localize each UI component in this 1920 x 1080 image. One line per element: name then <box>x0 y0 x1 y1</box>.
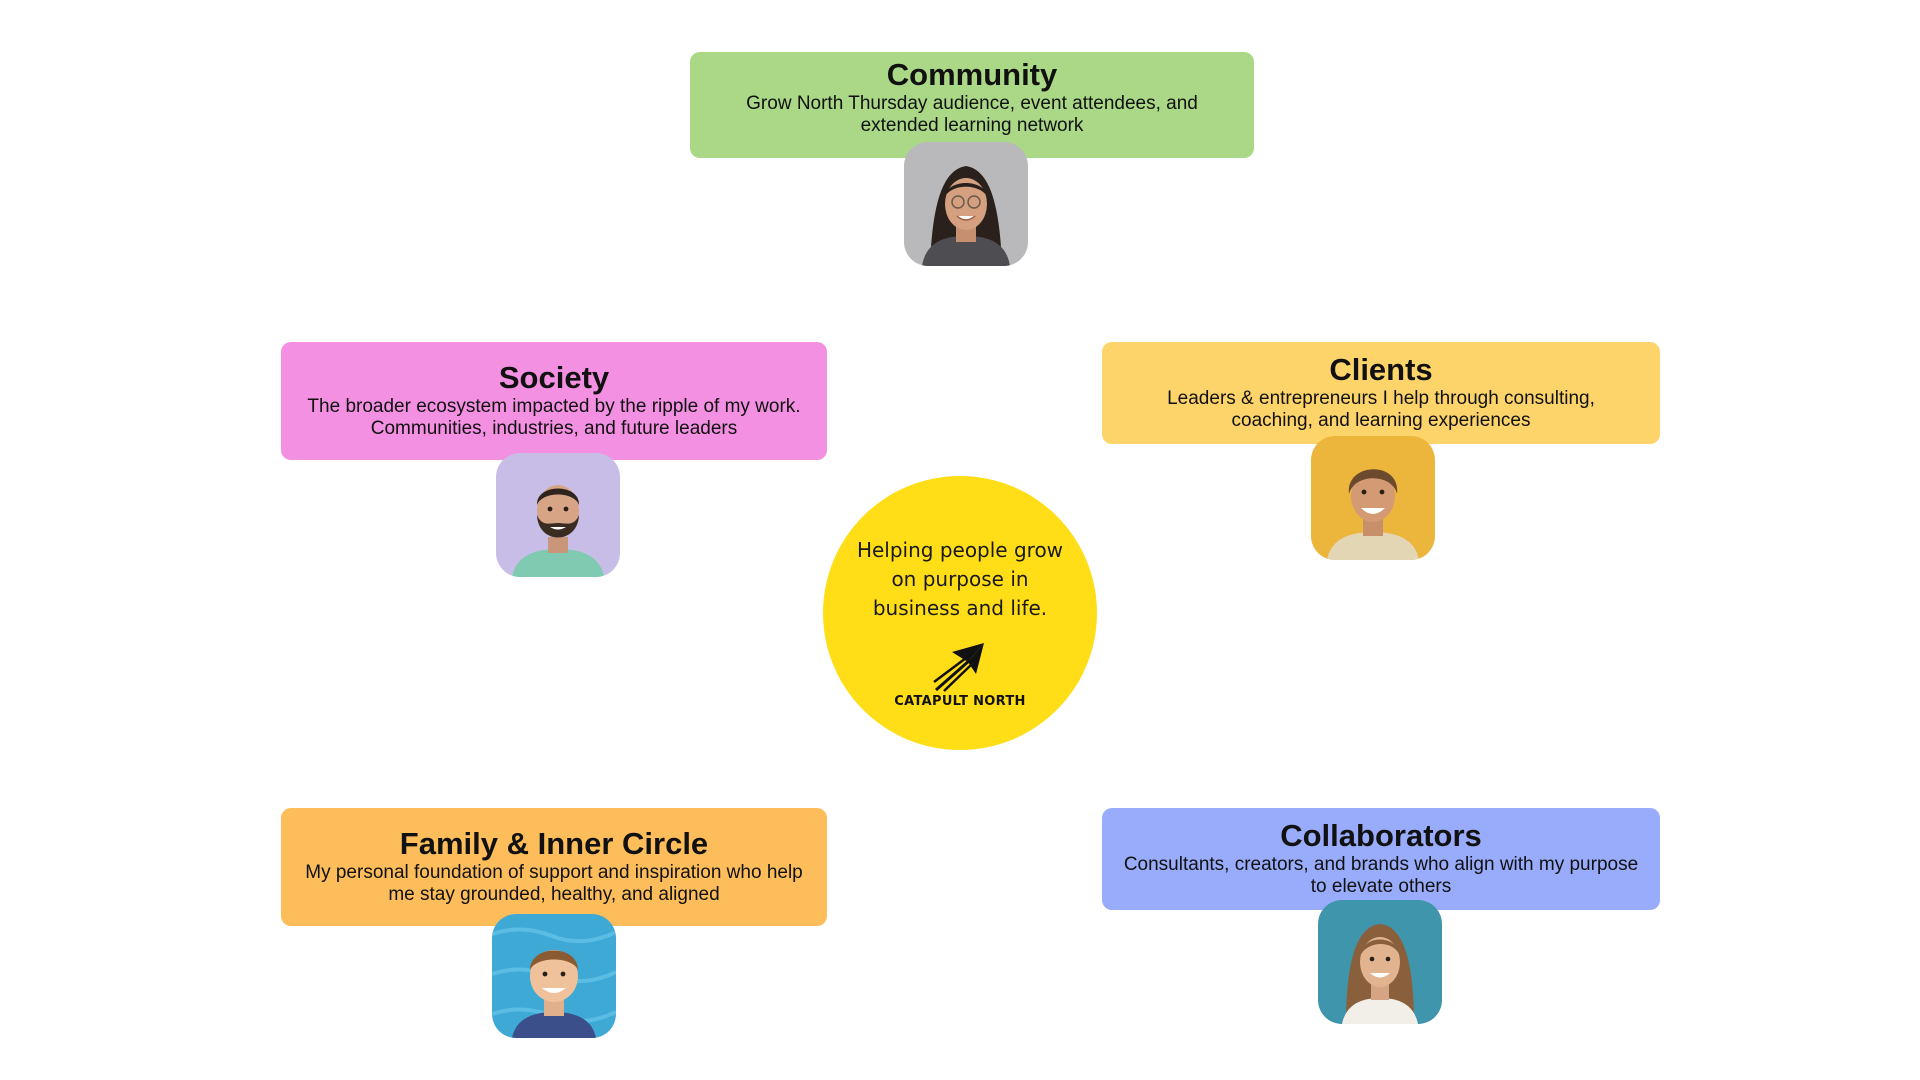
clients-desc-line-1: Leaders & entrepreneurs I help through c… <box>1167 388 1595 409</box>
society-card: Society The broader ecosystem impacted b… <box>281 342 827 460</box>
community-desc-line-2: extended learning network <box>860 115 1084 136</box>
clients-desc-line-2: coaching, and learning experiences <box>1231 410 1531 431</box>
society-desc-line-2: Communities, industries, and future lead… <box>370 418 738 439</box>
clients-title: Clients <box>1329 352 1433 387</box>
arrow-icon <box>933 643 984 692</box>
tagline-line-2: on purpose in <box>891 567 1029 591</box>
community-card: Community Grow North Thursday audience, … <box>690 52 1254 158</box>
society-desc-line-1: The broader ecosystem impacted by the ri… <box>307 396 801 417</box>
clients-card: Clients Leaders & entrepreneurs I help t… <box>1102 342 1660 444</box>
boy-portrait-icon <box>492 914 616 1038</box>
collaborators-avatar <box>1318 900 1442 1024</box>
community-desc-line-1: Grow North Thursday audience, event atte… <box>746 93 1198 114</box>
collaborators-desc-line-1: Consultants, creators, and brands who al… <box>1123 854 1639 875</box>
center-tagline: Helping people grow on purpose in busine… <box>843 536 1077 623</box>
society-avatar <box>496 453 620 577</box>
family-desc-line-2: me stay grounded, healthy, and aligned <box>388 884 720 905</box>
community-avatar <box>904 142 1028 266</box>
collaborators-card: Collaborators Consultants, creators, and… <box>1102 808 1660 910</box>
tagline-line-3: business and life. <box>872 596 1048 620</box>
collaborators-desc-line-2: to elevate others <box>1310 876 1452 897</box>
tagline-line-1: Helping people grow <box>856 538 1064 562</box>
logo-text: CATAPULT NORTH <box>894 694 1026 709</box>
family-title: Family & Inner Circle <box>399 826 709 861</box>
community-title: Community <box>886 57 1058 92</box>
woman-long-hair-portrait-icon <box>1318 900 1442 1024</box>
family-card: Family & Inner Circle My personal founda… <box>281 808 827 926</box>
smiling-man-portrait-icon <box>1311 436 1435 560</box>
society-title: Society <box>498 360 610 395</box>
center-circle: Helping people grow on purpose in busine… <box>823 476 1097 750</box>
bearded-man-portrait-icon <box>496 453 620 577</box>
collaborators-title: Collaborators <box>1280 818 1482 853</box>
clients-avatar <box>1311 436 1435 560</box>
family-desc-line-1: My personal foundation of support and in… <box>305 862 803 883</box>
woman-portrait-icon <box>904 142 1028 266</box>
family-avatar <box>492 914 616 1038</box>
